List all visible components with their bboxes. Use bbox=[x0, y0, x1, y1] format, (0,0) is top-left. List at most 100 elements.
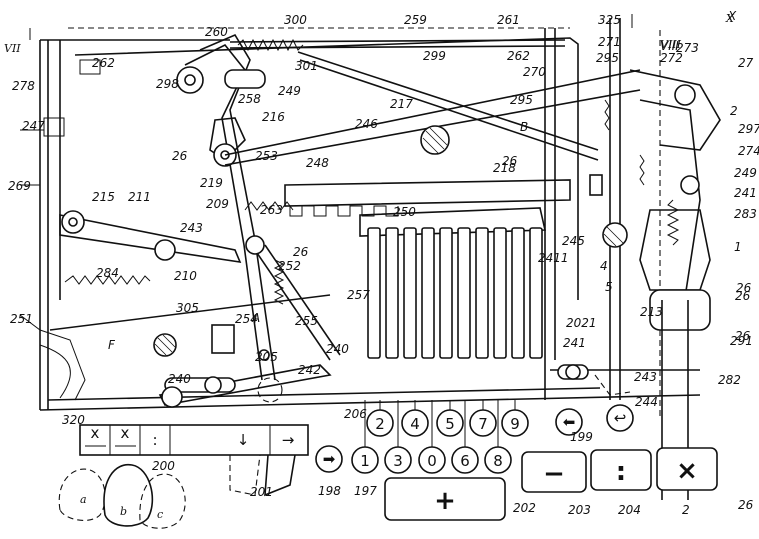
reference-numeral: 241 bbox=[734, 186, 757, 200]
reference-numeral: 2411 bbox=[538, 251, 569, 265]
reference-numeral: 240 bbox=[168, 372, 191, 386]
slide-plate bbox=[385, 227, 399, 359]
reference-numeral: 200 bbox=[152, 459, 175, 473]
reference-numeral: 261 bbox=[497, 13, 520, 27]
minus-key[interactable]: − bbox=[521, 451, 587, 493]
number-key-label: 8 bbox=[493, 452, 503, 470]
number-key-7[interactable]: 7 bbox=[469, 409, 497, 437]
reference-numeral: 300 bbox=[284, 13, 307, 27]
finger-label-a: a bbox=[80, 493, 87, 506]
number-key-cap bbox=[501, 409, 529, 437]
reference-numeral: 199 bbox=[570, 430, 593, 444]
number-key-4[interactable]: 4 bbox=[401, 409, 429, 437]
section-mark-x: X bbox=[725, 12, 735, 25]
reference-numeral: 284 bbox=[96, 266, 119, 280]
number-key-1[interactable]: 1 bbox=[351, 446, 379, 474]
number-key-label: 2 bbox=[375, 415, 385, 433]
number-key-cap bbox=[469, 409, 497, 437]
control-strip-cell-4[interactable]: ↓ bbox=[237, 431, 250, 449]
toothed-bar bbox=[284, 179, 571, 237]
reference-numeral: 270 bbox=[523, 65, 546, 79]
reference-numeral: 210 bbox=[174, 269, 197, 283]
slide-plate bbox=[439, 227, 453, 359]
number-key-label: 0 bbox=[427, 452, 437, 470]
reference-numeral: 26 bbox=[293, 245, 309, 259]
reference-numeral: 251 bbox=[10, 312, 33, 326]
reference-numeral: 211 bbox=[128, 190, 151, 204]
number-key-2[interactable]: 2 bbox=[366, 409, 394, 437]
return-key[interactable]: ↩ bbox=[606, 404, 634, 432]
slide-plate bbox=[511, 227, 525, 359]
reference-numeral: 27 bbox=[738, 56, 754, 70]
slide-plate bbox=[421, 227, 435, 359]
control-strip-cell-5[interactable]: → bbox=[282, 431, 295, 449]
number-key-cap bbox=[351, 446, 379, 474]
reference-numeral: 253 bbox=[255, 149, 278, 163]
reference-numeral: 201 bbox=[250, 485, 273, 499]
control-strip-cell-2[interactable]: x bbox=[121, 424, 130, 442]
reference-numeral: 215 bbox=[92, 190, 115, 204]
reference-numeral: 26 bbox=[735, 329, 751, 343]
multiply-key-label: × bbox=[676, 456, 698, 486]
number-key-3[interactable]: 3 bbox=[384, 446, 412, 474]
reference-numeral: 299 bbox=[423, 49, 446, 63]
number-key-0[interactable]: 0 bbox=[418, 446, 446, 474]
key-stems bbox=[364, 400, 516, 447]
reference-numeral: 204 bbox=[618, 503, 641, 517]
reference-numeral: 254 bbox=[235, 312, 258, 326]
shift-left-key-label: ⬅ bbox=[563, 413, 576, 431]
reference-numeral: 278 bbox=[12, 79, 35, 93]
reference-numeral: 213 bbox=[640, 305, 663, 319]
reference-numeral: 257 bbox=[347, 288, 370, 302]
minus-key-label: − bbox=[543, 459, 565, 489]
reference-numeral: 282 bbox=[718, 373, 741, 387]
shift-left-key[interactable]: ⬅ bbox=[555, 408, 583, 436]
reference-numeral: 245 bbox=[562, 234, 585, 248]
number-key-5[interactable]: 5 bbox=[436, 409, 464, 437]
reference-numeral: 2021 bbox=[566, 316, 597, 330]
control-strip-cell-1[interactable]: x bbox=[91, 424, 100, 442]
upper-rod bbox=[229, 38, 599, 161]
number-key-label: 9 bbox=[510, 415, 520, 433]
reference-numeral: 218 bbox=[493, 161, 516, 175]
reference-numeral: 197 bbox=[354, 484, 377, 498]
reference-numeral: 262 bbox=[92, 56, 115, 70]
number-key-8[interactable]: 8 bbox=[484, 446, 512, 474]
number-key-label: 5 bbox=[445, 415, 455, 433]
reference-numeral: 298 bbox=[156, 77, 179, 91]
reference-numeral: 263 bbox=[260, 203, 283, 217]
slide-plate bbox=[493, 227, 507, 359]
reference-numeral: 325 bbox=[598, 13, 621, 27]
divide-key[interactable]: : bbox=[590, 449, 652, 491]
number-key-label: 3 bbox=[393, 452, 403, 470]
reference-numeral: 248 bbox=[306, 156, 329, 170]
shift-right-key-label: ➡ bbox=[323, 450, 336, 468]
multiply-key[interactable]: × bbox=[656, 447, 718, 491]
number-key-label: 1 bbox=[360, 452, 370, 470]
shift-right-key[interactable]: ➡ bbox=[315, 445, 343, 473]
plus-key-label: + bbox=[434, 486, 456, 516]
reference-numeral: 243 bbox=[634, 370, 657, 384]
number-key-6[interactable]: 6 bbox=[451, 446, 479, 474]
reference-numeral: 262 bbox=[507, 49, 530, 63]
plus-key[interactable]: + bbox=[384, 477, 506, 521]
fingertips: a b c bbox=[58, 463, 186, 529]
reference-numeral: 301 bbox=[295, 59, 318, 73]
control-strip-cell-3[interactable]: : bbox=[152, 431, 157, 449]
slide-plate bbox=[529, 227, 543, 359]
reference-numeral: 249 bbox=[278, 84, 301, 98]
control-strip: x x : ↓ → bbox=[79, 424, 309, 497]
finger-label-c: c bbox=[157, 508, 163, 521]
reference-numeral: 217 bbox=[390, 97, 413, 111]
reference-numeral: 2 bbox=[730, 104, 738, 118]
reference-numeral: A bbox=[251, 311, 260, 325]
reference-numeral: 320 bbox=[62, 413, 85, 427]
slide-plate bbox=[475, 227, 489, 359]
reference-numeral: 283 bbox=[734, 207, 757, 221]
number-key-9[interactable]: 9 bbox=[501, 409, 529, 437]
reference-numeral: 305 bbox=[176, 301, 199, 315]
reference-numeral: 26 bbox=[735, 289, 751, 303]
machine-frame bbox=[39, 18, 701, 420]
